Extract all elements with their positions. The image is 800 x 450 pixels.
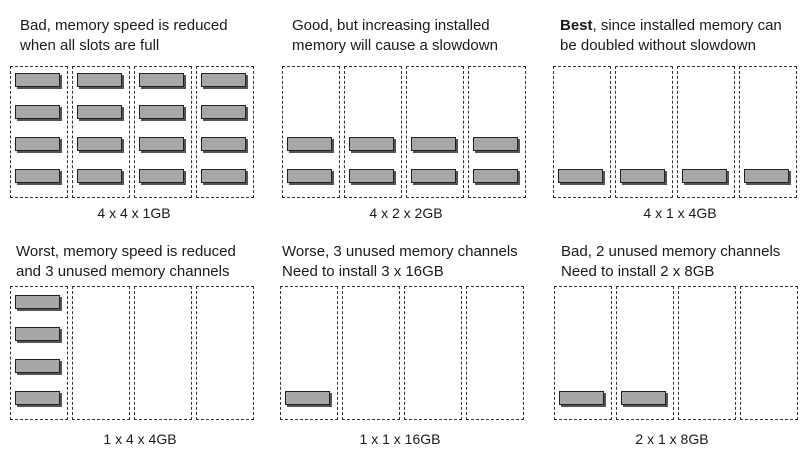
config-caption: 2 x 1 x 8GB	[635, 431, 709, 447]
memory-channel-3	[134, 66, 192, 198]
desc-line-2: be doubled without slowdown	[560, 37, 756, 54]
memory-module	[139, 169, 184, 183]
memory-module	[621, 391, 666, 405]
memory-module	[15, 169, 60, 183]
memory-module	[15, 137, 60, 151]
memory-module	[139, 73, 184, 87]
memory-channel-2	[344, 66, 402, 198]
memory-module	[139, 105, 184, 119]
panel-description: Worse, 3 unused memory channels Need to …	[282, 242, 518, 282]
memory-channel-4	[468, 66, 526, 198]
memory-channel-2	[72, 66, 130, 198]
config-caption: 4 x 1 x 4GB	[643, 205, 717, 221]
memory-module	[287, 137, 332, 151]
panel-description: Good, but increasing installed memory wi…	[292, 16, 498, 56]
desc-line-1: Good, but increasing installed	[292, 17, 490, 34]
memory-module	[201, 73, 246, 87]
memory-channel-1	[10, 66, 68, 198]
memory-channel-2	[616, 286, 674, 420]
memory-module	[201, 169, 246, 183]
memory-channel-2	[342, 286, 400, 420]
memory-channel-3	[134, 286, 192, 420]
memory-channel-2	[615, 66, 673, 198]
memory-channel-4	[196, 286, 254, 420]
panel-description: Best, since installed memory can be doub…	[560, 16, 782, 56]
memory-module	[473, 169, 518, 183]
memory-module	[77, 105, 122, 119]
desc-line-1: , since installed memory can	[592, 17, 782, 34]
memory-channel-1	[280, 286, 338, 420]
desc-line-2: and 3 unused memory channels	[16, 263, 230, 280]
memory-module	[201, 105, 246, 119]
memory-module	[349, 169, 394, 183]
memory-module	[473, 137, 518, 151]
desc-line-1: Bad, 2 unused memory channels	[561, 243, 781, 260]
desc-line-1: Worse, 3 unused memory channels	[282, 243, 518, 260]
desc-line-2: Need to install 3 x 16GB	[282, 263, 444, 280]
memory-channel-1	[554, 286, 612, 420]
desc-line-1: Worst, memory speed is reduced	[16, 243, 236, 260]
memory-module	[349, 137, 394, 151]
memory-module	[559, 391, 604, 405]
memory-channel-3	[678, 286, 736, 420]
config-caption: 1 x 4 x 4GB	[103, 431, 177, 447]
memory-module	[77, 137, 122, 151]
memory-module	[15, 327, 60, 341]
memory-channel-1	[10, 286, 68, 420]
memory-channel-4	[466, 286, 524, 420]
memory-module	[15, 73, 60, 87]
memory-channel-1	[553, 66, 611, 198]
panel-description: Worst, memory speed is reduced and 3 unu…	[16, 242, 236, 282]
desc-line-2: memory will cause a slowdown	[292, 37, 498, 54]
panel-description: Bad, 2 unused memory channels Need to in…	[561, 242, 780, 282]
memory-module	[77, 169, 122, 183]
memory-module	[15, 105, 60, 119]
memory-module	[558, 169, 603, 183]
memory-channel-4	[739, 66, 797, 198]
memory-module	[411, 137, 456, 151]
memory-module	[15, 295, 60, 309]
memory-channel-4	[196, 66, 254, 198]
memory-channel-3	[677, 66, 735, 198]
desc-line-1: Bad, memory speed is reduced	[20, 17, 228, 34]
memory-module	[620, 169, 665, 183]
config-panel-2: Good, but increasing installed memory wi…	[282, 16, 526, 221]
memory-channel-3	[404, 286, 462, 420]
panel-description: Bad, memory speed is reduced when all sl…	[20, 16, 228, 56]
memory-module	[15, 391, 60, 405]
config-caption: 1 x 1 x 16GB	[359, 431, 441, 447]
memory-module	[287, 169, 332, 183]
memory-module	[682, 169, 727, 183]
memory-module	[139, 137, 184, 151]
config-panel-1: Bad, memory speed is reduced when all sl…	[0, 0, 270, 225]
memory-module	[77, 73, 122, 87]
memory-channel-1	[282, 66, 340, 198]
config-caption: 4 x 2 x 2GB	[369, 205, 443, 221]
memory-module	[744, 169, 789, 183]
memory-channel-3	[406, 66, 464, 198]
memory-channel-4	[740, 286, 798, 420]
desc-line-2: Need to install 2 x 8GB	[561, 263, 715, 280]
config-panel-3: Best, since installed memory can be doub…	[553, 16, 797, 221]
memory-module	[15, 359, 60, 373]
desc-line-2: when all slots are full	[20, 37, 160, 54]
config-caption: 4 x 4 x 1GB	[97, 205, 171, 221]
desc-bold: Best	[560, 17, 593, 34]
memory-module	[201, 137, 246, 151]
memory-channel-2	[72, 286, 130, 420]
memory-module	[411, 169, 456, 183]
memory-module	[285, 391, 330, 405]
